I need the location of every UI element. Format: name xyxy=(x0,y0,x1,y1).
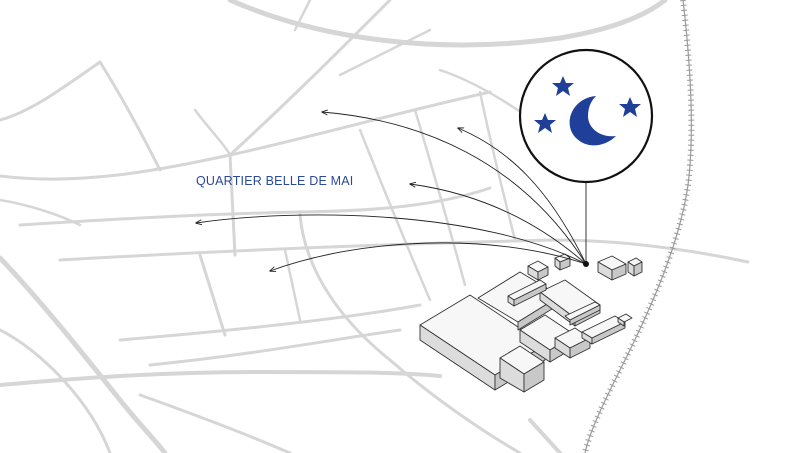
road xyxy=(228,0,392,157)
road xyxy=(283,248,302,322)
road xyxy=(0,60,102,122)
road xyxy=(228,153,237,257)
building-tiny xyxy=(617,313,633,327)
road xyxy=(148,328,402,367)
road xyxy=(528,418,562,453)
road xyxy=(358,128,432,302)
industrial-buildings xyxy=(419,253,643,393)
road xyxy=(0,255,168,453)
road xyxy=(0,370,442,387)
origin-point xyxy=(583,261,589,267)
building-shed xyxy=(554,327,591,359)
road xyxy=(227,0,668,48)
road xyxy=(198,253,227,337)
building-small xyxy=(597,255,627,281)
road xyxy=(0,198,82,227)
building-small xyxy=(554,253,571,271)
moon-and-stars-icon xyxy=(534,76,641,146)
district-label: QUARTIER BELLE DE MAI xyxy=(196,174,354,188)
road xyxy=(98,60,162,172)
arrow xyxy=(410,184,587,265)
star-icon xyxy=(552,76,574,96)
building-small xyxy=(527,260,549,281)
arrow xyxy=(322,112,587,265)
road xyxy=(0,90,492,181)
road xyxy=(413,108,467,287)
road xyxy=(193,108,232,157)
star-icon xyxy=(619,97,641,117)
building-annex xyxy=(581,315,626,345)
arrow xyxy=(270,242,587,271)
road xyxy=(293,0,312,32)
building-wing xyxy=(564,301,601,326)
railway xyxy=(582,0,695,453)
arrow xyxy=(196,214,587,265)
building-strip xyxy=(507,279,547,307)
influence-arrows xyxy=(196,112,587,271)
arrow xyxy=(458,128,587,265)
building-small xyxy=(627,257,643,277)
road xyxy=(338,28,432,77)
building-cube xyxy=(499,345,545,393)
star-icon xyxy=(534,113,556,133)
road xyxy=(298,213,522,453)
road-network xyxy=(0,0,750,453)
road xyxy=(138,393,292,453)
night-callout xyxy=(518,48,654,184)
road xyxy=(58,238,750,264)
road xyxy=(18,186,492,227)
moon-icon xyxy=(569,96,616,146)
road xyxy=(118,303,422,342)
road xyxy=(478,90,517,242)
road xyxy=(0,328,112,453)
